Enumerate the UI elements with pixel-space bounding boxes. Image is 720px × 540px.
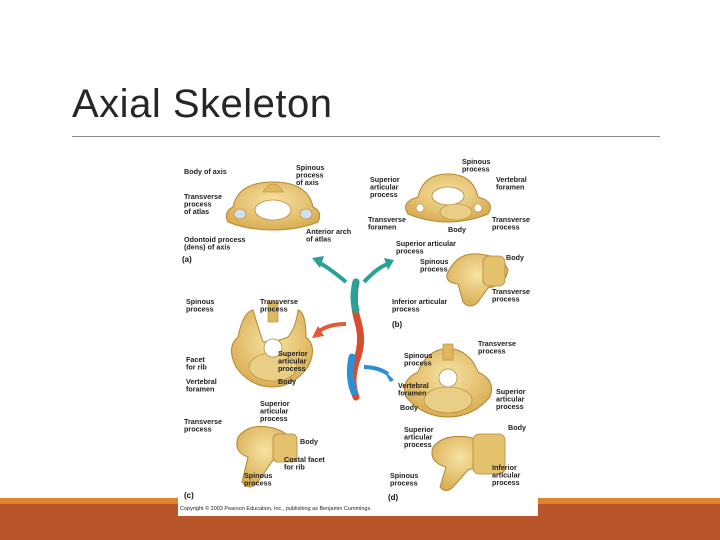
- vertebral-column-drawing: [346, 278, 365, 401]
- lumbar-lateral-drawing: [431, 433, 506, 491]
- panel-b-tag: (b): [392, 320, 403, 329]
- panel-b-label-8: Body: [506, 253, 524, 262]
- arrow-to-atlas: [312, 256, 348, 284]
- thoracic-lateral-drawing: [236, 426, 298, 488]
- copyright-notice: Copyright © 2003 Pearson Education, Inc.…: [180, 505, 372, 512]
- cervical-superior-drawing: [405, 173, 491, 223]
- arrow-to-cervical: [362, 258, 394, 284]
- title-divider: [72, 136, 660, 137]
- arrow-to-thoracic: [312, 322, 347, 338]
- cervical-lateral-drawing: [446, 253, 509, 307]
- panel-a-label-3: Odontoid process(dens) of axis: [184, 235, 246, 252]
- panel-d-tag: (d): [388, 493, 399, 502]
- panel-c-label-5: Body: [278, 377, 296, 386]
- atlas-axis-drawing: [225, 181, 321, 231]
- panel-d-label-6: Body: [508, 423, 526, 432]
- panel-c-label-8: Body: [300, 437, 318, 446]
- panel-a-tag: (a): [182, 255, 192, 264]
- arrow-to-lumbar: [363, 365, 394, 382]
- slide-title: Axial Skeleton: [72, 82, 333, 126]
- lumbar-superior-drawing: [404, 343, 492, 418]
- panel-a-label-0: Body of axis: [184, 167, 227, 176]
- panel-d-label-4: Body: [400, 403, 418, 412]
- thoracic-superior-drawing: [231, 301, 313, 388]
- panel-c-tag: (c): [184, 491, 194, 500]
- panel-b-label-4: Body: [448, 225, 466, 234]
